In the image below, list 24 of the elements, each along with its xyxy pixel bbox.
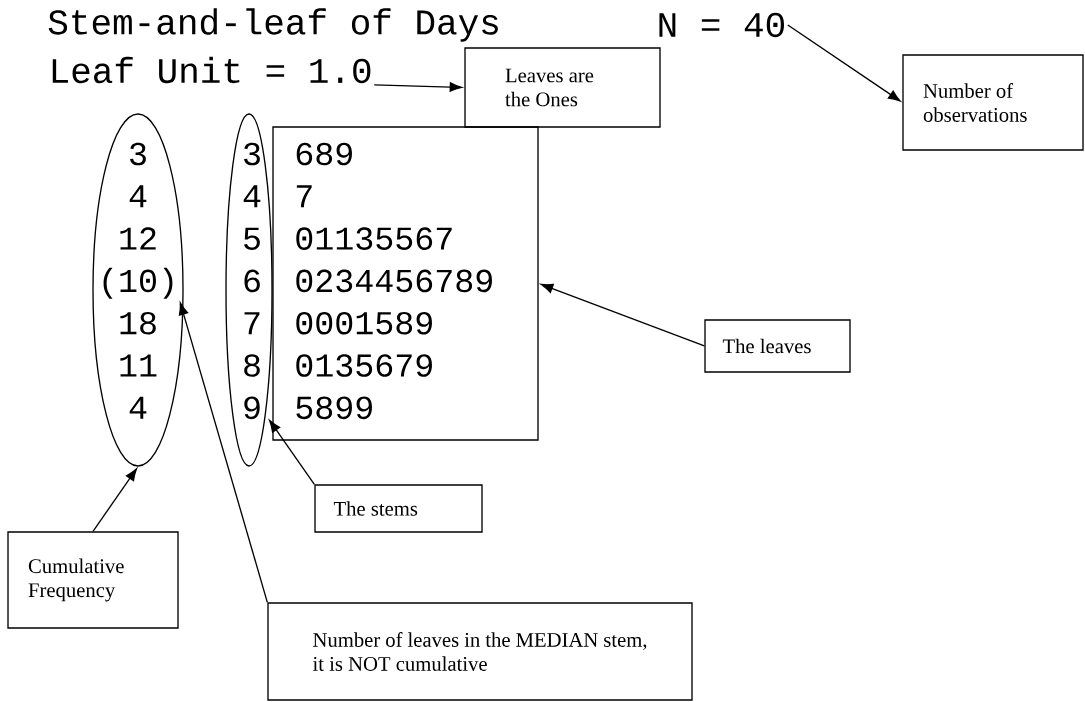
- title: Stem-and-leaf of Days: [48, 8, 498, 42]
- count-text: 11: [120, 354, 157, 377]
- arrow: [373, 82, 463, 92]
- callout-box: The stems: [314, 484, 483, 533]
- header-text: N = 40: [659, 12, 784, 38]
- arrow: [540, 283, 705, 347]
- arrow: [787, 24, 901, 102]
- callout-box: Number of leaves in the MEDIAN stem, it is NOT cumulative: [267, 602, 693, 701]
- callout-box: Leaves are the Ones: [464, 47, 661, 128]
- count-text: 12: [120, 227, 156, 250]
- leaves-box: 689 7 01135567 0234456789 0001589 0135679 5899: [272, 126, 539, 441]
- count-text: 3: [130, 142, 146, 166]
- count-text: 18: [120, 311, 156, 335]
- callout-box: Cumulative Frequency: [7, 531, 179, 629]
- arrow: [178, 302, 268, 603]
- ellipse: [92, 113, 184, 467]
- header-text: Leaf Unit = 1.0: [52, 56, 371, 84]
- count-text: 4: [129, 185, 147, 208]
- count-text: 4: [129, 396, 147, 419]
- arrow: [269, 419, 315, 485]
- callout-box: The leaves: [704, 319, 851, 373]
- callout-box: Number of observations: [902, 54, 1084, 151]
- arrow: [92, 468, 138, 532]
- count-text: (10): [103, 267, 173, 299]
